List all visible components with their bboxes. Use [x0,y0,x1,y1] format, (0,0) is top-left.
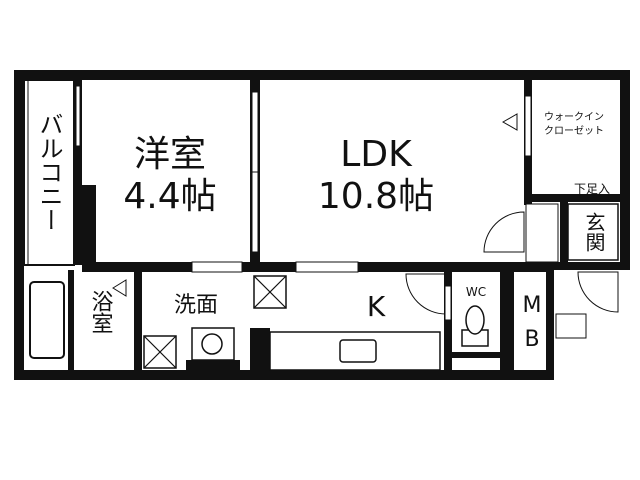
entrance-label: 玄関 [582,212,606,252]
bath-label: 浴室 [88,290,114,334]
ldk-size: 10.8帖 [318,176,434,217]
western-room-size: 4.4帖 [123,176,216,217]
kitchen-fixtures [253,275,441,371]
meter-box-label-m: M [523,293,542,318]
ldk-window [295,261,359,273]
getabako-cabinet [567,203,619,261]
kitchen-label: K [367,290,386,323]
wc-walls [444,272,508,370]
washroom-window [191,261,243,273]
bathtub [29,281,65,359]
getabako-label: 下足入 [574,182,610,196]
entrance-door-swing[interactable] [577,271,619,313]
meter-box-door[interactable] [555,313,587,339]
meter-box-label-b: B [524,327,539,352]
ldk-name: LDK [340,134,413,175]
washroom-fixtures [143,327,270,370]
closet-door-arrow [501,113,518,131]
closet-door[interactable] [524,95,532,157]
walk-in-closet-label-1: ウォークイン [544,111,604,123]
walk-in-closet-label-2: クローゼット [544,125,604,137]
outer-walls [14,70,630,380]
meter-box-walls [508,272,514,370]
entrance-walls [560,202,568,262]
entrance-door-opening [525,203,559,263]
wc-door[interactable] [444,285,452,321]
western-room-name: 洋室 [134,134,206,175]
balcony-label: バルコニー [35,112,63,232]
wc-label: WC [466,285,486,299]
balcony [23,79,82,266]
kitchen-sink [339,339,377,363]
ldk-door-swing[interactable] [483,211,525,253]
washroom-label: 洗面 [174,293,218,318]
bathroom-walls [68,270,142,370]
kitchen-door-swing[interactable] [405,273,447,315]
toilet [461,305,489,347]
bath-door-arrow [112,279,127,297]
meter-box-label: MB [0,0,2,1]
